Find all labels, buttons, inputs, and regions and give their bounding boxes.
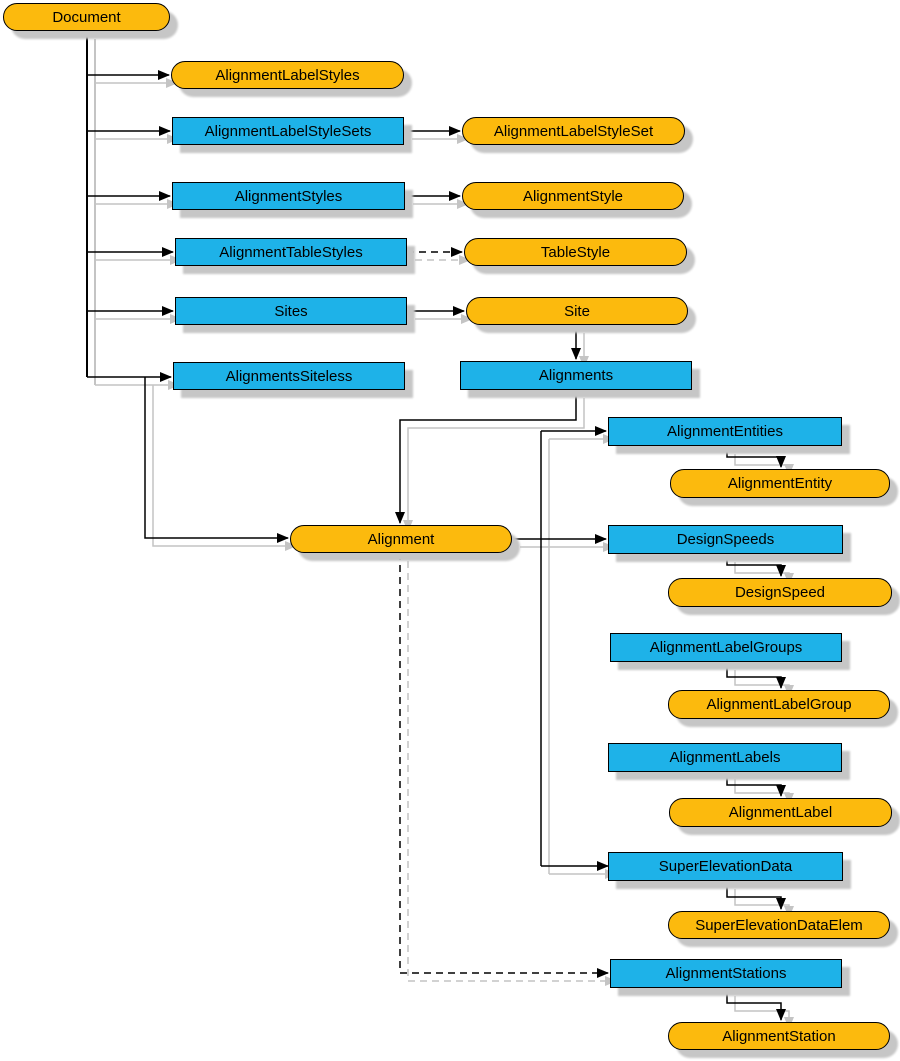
node-super-elevation-data-elem[interactable]: SuperElevationDataElem [668, 911, 890, 939]
node-alignment-label-group[interactable]: AlignmentLabelGroup [668, 690, 890, 719]
node-alignments[interactable]: Alignments [460, 361, 692, 390]
node-table-style[interactable]: TableStyle [464, 238, 687, 266]
node-alignment-labels[interactable]: AlignmentLabels [608, 743, 842, 772]
node-alignment-label-style-sets[interactable]: AlignmentLabelStyleSets [172, 117, 404, 145]
shadow-edge-alignments-alignment [403, 398, 585, 532]
edge-sed-sed-elem [726, 881, 786, 910]
node-super-elevation-data[interactable]: SuperElevationData [608, 852, 843, 881]
node-document[interactable]: Document [3, 3, 170, 31]
node-site[interactable]: Site [466, 297, 688, 325]
node-alignment-entities[interactable]: AlignmentEntities [608, 417, 842, 446]
node-alignment[interactable]: Alignment [290, 525, 512, 553]
node-alignment-station[interactable]: AlignmentStation [668, 1022, 890, 1050]
node-alignment-styles[interactable]: AlignmentStyles [172, 182, 405, 210]
edge-alignment-alignment-stations [399, 553, 609, 978]
node-design-speeds[interactable]: DesignSpeeds [608, 525, 843, 554]
node-alignments-siteless[interactable]: AlignmentsSiteless [173, 362, 405, 390]
node-alignment-label-styles[interactable]: AlignmentLabelStyles [171, 61, 404, 89]
edge-stations-station [726, 988, 786, 1021]
edge-design-speeds-design-speed [726, 554, 786, 577]
shadow-edge-document-alignment [152, 385, 297, 551]
edge-alignments-alignment [395, 390, 577, 524]
node-alignment-label[interactable]: AlignmentLabel [669, 798, 892, 827]
node-alignment-stations[interactable]: AlignmentStations [610, 959, 842, 988]
node-design-speed[interactable]: DesignSpeed [668, 578, 892, 607]
node-sites[interactable]: Sites [175, 297, 407, 325]
edge-labels-label [726, 771, 786, 797]
edge-document-alignment [144, 377, 289, 543]
node-alignment-entity[interactable]: AlignmentEntity [670, 469, 890, 498]
edge-label-groups-label-group [726, 662, 786, 689]
node-alignment-table-styles[interactable]: AlignmentTableStyles [175, 238, 407, 266]
node-alignment-label-style-set[interactable]: AlignmentLabelStyleSet [462, 117, 685, 145]
shadow-edge-alignment-alignment-stations [407, 561, 617, 986]
node-alignment-label-groups[interactable]: AlignmentLabelGroups [610, 633, 842, 662]
node-alignment-style[interactable]: AlignmentStyle [462, 182, 684, 210]
connector-line-layer [86, 31, 786, 1021]
edge-entities-entity [726, 446, 786, 468]
